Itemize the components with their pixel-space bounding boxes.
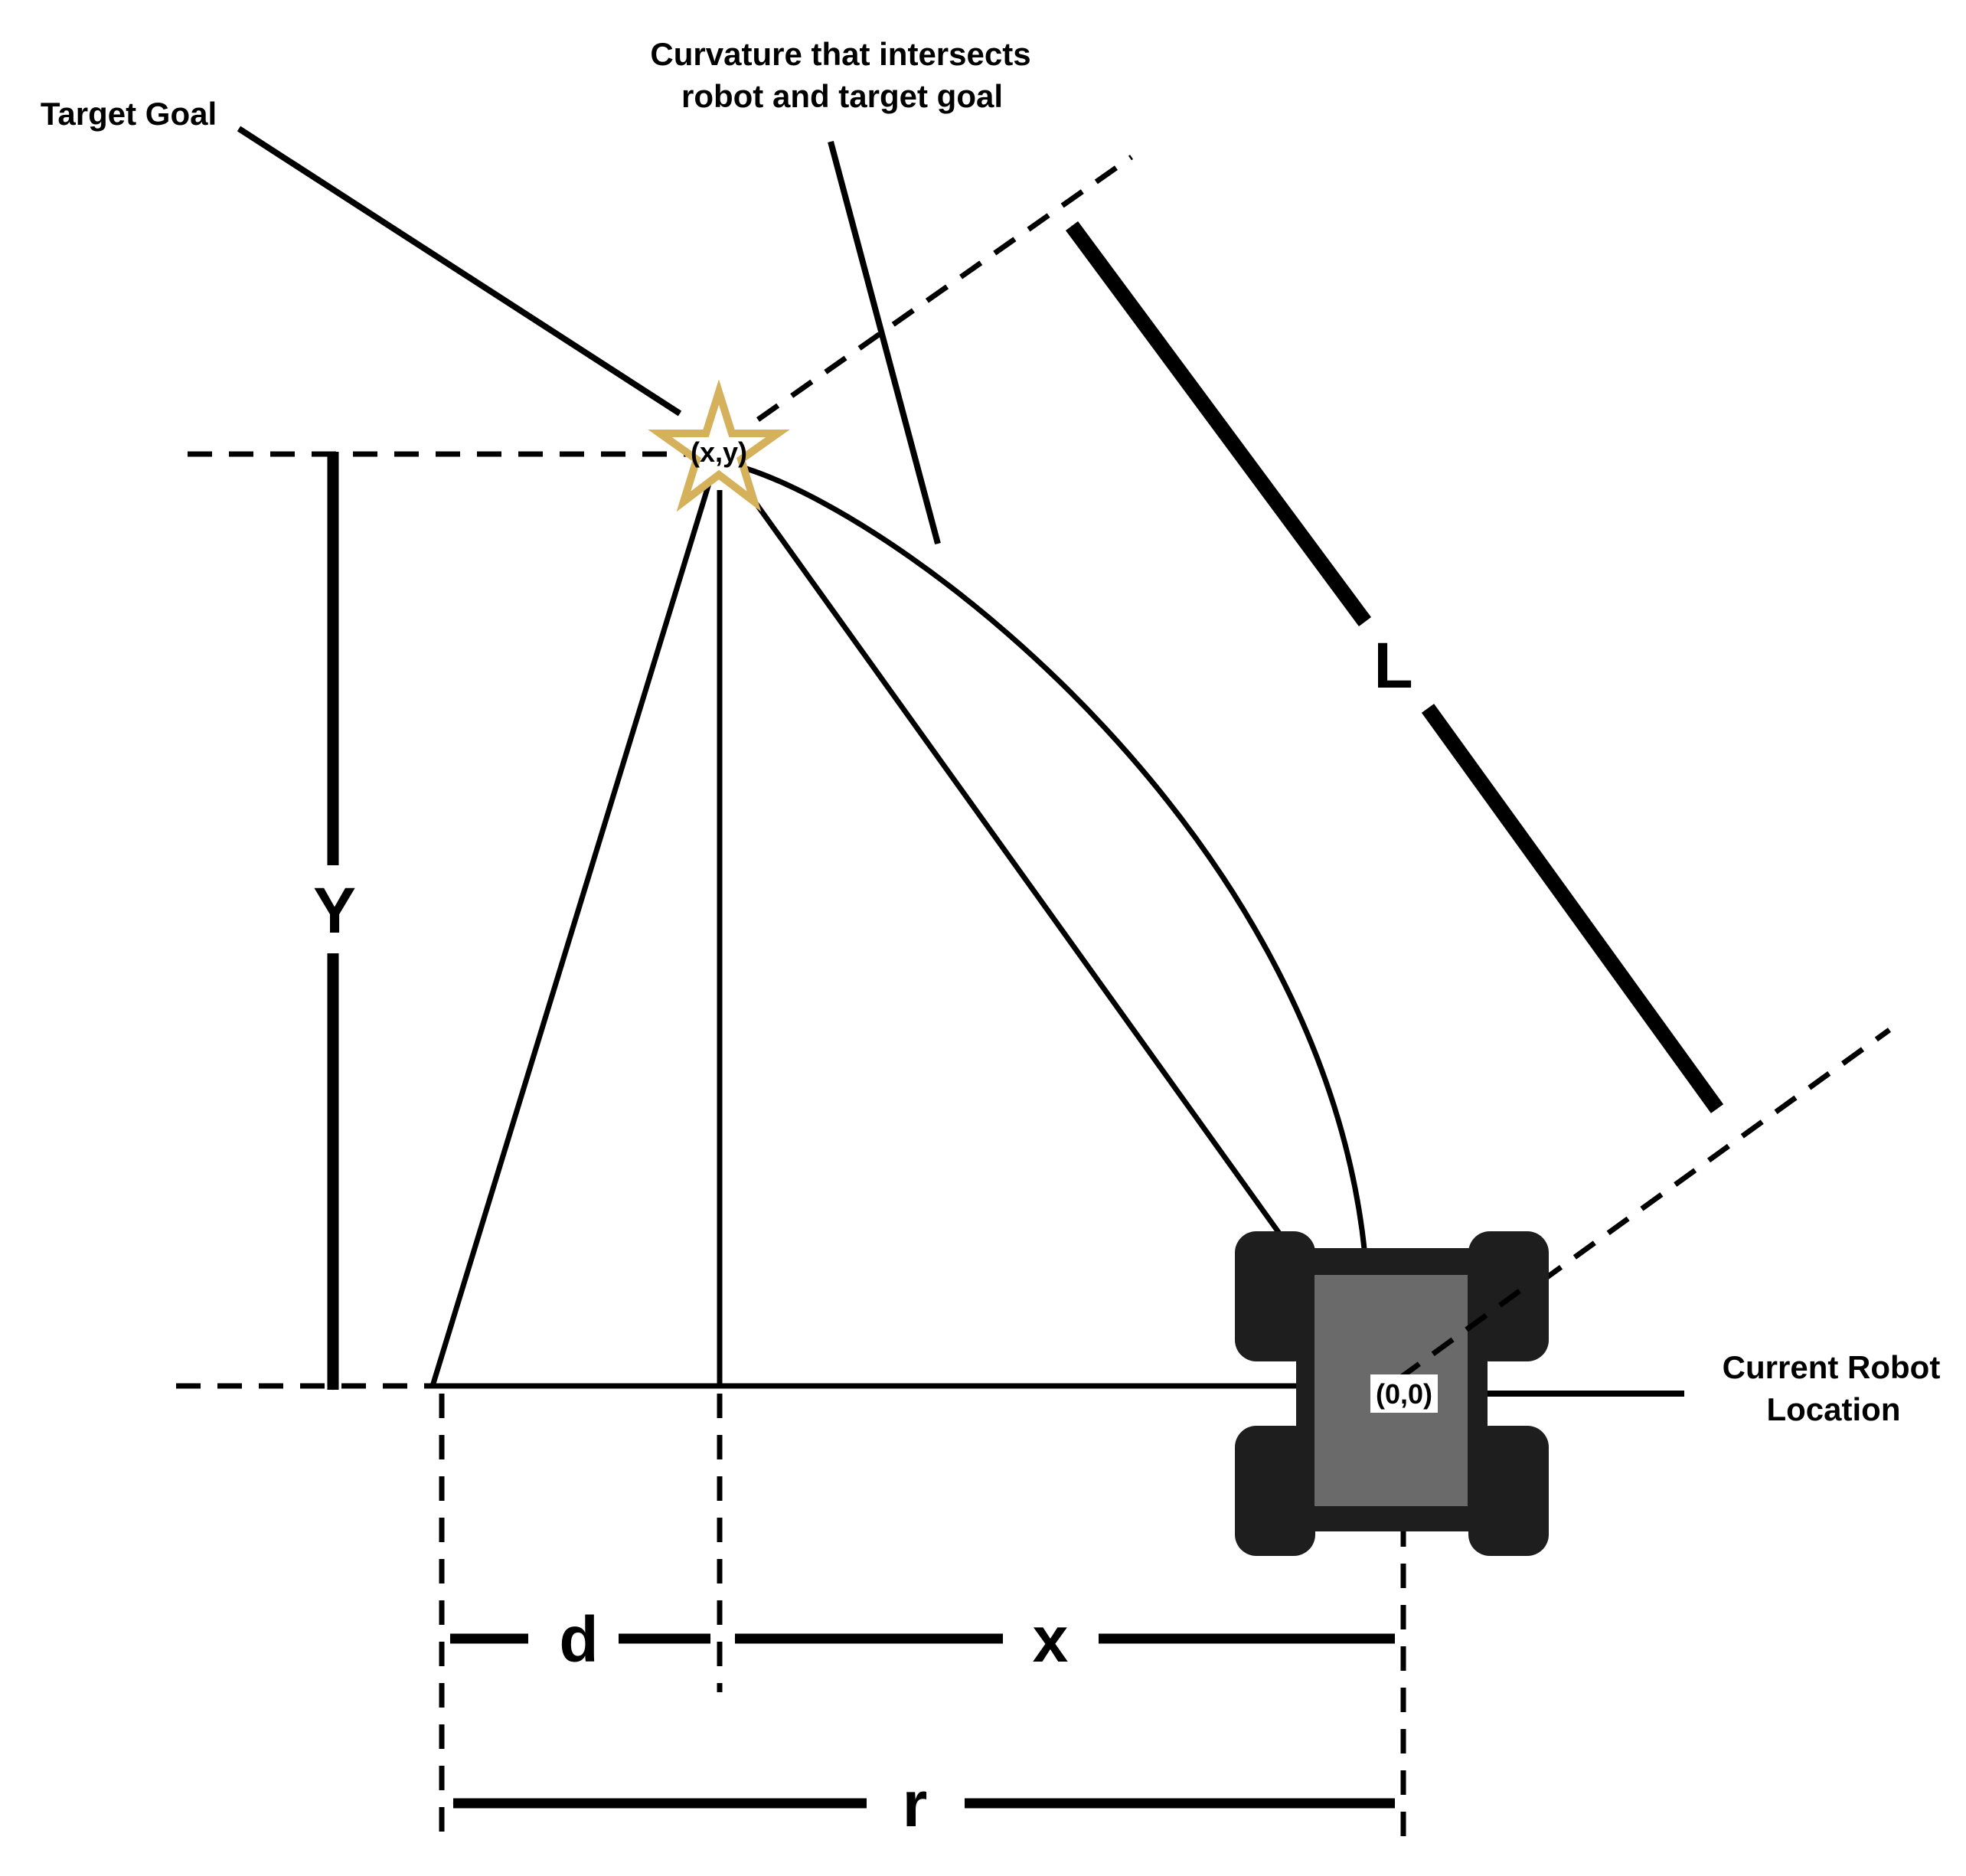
robot-wheel-rear-right <box>1468 1426 1549 1556</box>
upper-perpendicular-guide <box>756 155 1134 422</box>
d-dimension-label: d <box>559 1603 598 1675</box>
l-dimension-arrow-up <box>1065 221 1372 626</box>
curvature-pointer <box>828 140 941 545</box>
star-icon <box>648 379 790 512</box>
robot-to-goal-chord <box>744 488 1282 1237</box>
origin-coordinate-label: (0,0) <box>1376 1378 1432 1410</box>
x-dimension-label: x <box>1033 1603 1069 1675</box>
robot-wheel-rear-left <box>1235 1426 1315 1556</box>
y-dimension-label: Y <box>313 874 356 946</box>
robot-perpendicular-guide <box>1397 1280 1533 1381</box>
target-goal-label: Target Goal <box>41 96 217 132</box>
target-goal-pointer <box>237 126 682 417</box>
curvature-label-line2: robot and target goal <box>681 78 1003 114</box>
robot-location-label-line1: Current Robot <box>1723 1349 1941 1385</box>
robot-wheel-front-left <box>1235 1231 1315 1361</box>
goal-coordinate-label: (x,y) <box>691 436 747 468</box>
r-dimension-label: r <box>903 1768 928 1840</box>
origin-label-background <box>1370 1374 1438 1413</box>
curvature-arc <box>745 466 1368 1257</box>
curvature-label-line1: Curvature that intersects <box>650 36 1030 72</box>
robot-location-label-line2: Location <box>1767 1391 1901 1427</box>
left-chord <box>429 477 714 1387</box>
l-dimension-label: L <box>1373 629 1412 701</box>
l-dimension-arrow-down <box>1421 704 1724 1113</box>
